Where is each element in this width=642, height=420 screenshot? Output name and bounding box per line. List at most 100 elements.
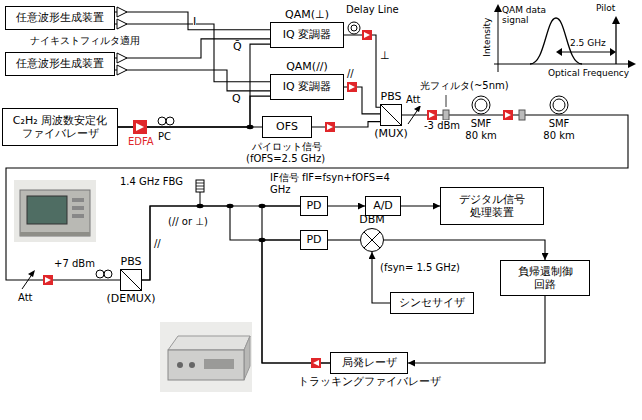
box-text: IQ 変調器 bbox=[283, 28, 331, 41]
device-photo bbox=[168, 336, 250, 350]
box-text: IQ 変調器 bbox=[283, 80, 331, 93]
chart-axis bbox=[498, 10, 499, 72]
fiber-connector bbox=[262, 240, 330, 363]
laser-box: C₂H₂ 周波数安定化 ファイバレーザ bbox=[2, 108, 118, 146]
delay-coil bbox=[351, 25, 357, 31]
isolator-symbol bbox=[325, 122, 335, 132]
synthesizer-box: シンセサイザ bbox=[390, 292, 474, 314]
box-text: OFS bbox=[276, 120, 298, 133]
fiber-connector bbox=[142, 206, 300, 280]
polarization-controller bbox=[104, 270, 112, 278]
fiber-connector bbox=[401, 205, 440, 206]
frequency-label: (fOFS=2.5 GHz) bbox=[246, 153, 325, 165]
chart-axis bbox=[494, 64, 630, 65]
fbg-grating bbox=[196, 186, 204, 187]
filter-symbol bbox=[519, 110, 525, 120]
isolator-symbol bbox=[429, 112, 435, 118]
amplifier-symbol bbox=[117, 7, 127, 17]
device-photo bbox=[14, 180, 96, 242]
frequency-label: (fsyn= 1.5 GHz) bbox=[380, 262, 460, 274]
polarization-controller bbox=[166, 117, 174, 125]
box-heading: DBM bbox=[359, 213, 385, 226]
laser-box: 局発レーザトラッキングファイバレーザ bbox=[330, 352, 408, 374]
amplifier-symbol bbox=[117, 53, 127, 63]
delay-coil bbox=[348, 22, 360, 34]
isolator-symbol bbox=[43, 275, 53, 285]
part-label: 光フィルタ(~5nm) bbox=[420, 80, 509, 92]
fiber-connector bbox=[115, 12, 270, 30]
box-heading: QAM(⊥) bbox=[285, 8, 329, 21]
signal-name: I bbox=[193, 16, 196, 29]
generator-box: 任意波形生成装置 bbox=[5, 6, 115, 30]
part-label: PC bbox=[158, 131, 171, 143]
modulator-box: QAM(//)IQ 変調器 bbox=[270, 74, 344, 100]
chart-label: 2.5 GHz bbox=[570, 38, 606, 48]
polarization-controller bbox=[96, 270, 104, 278]
device-photo bbox=[177, 362, 183, 368]
leader-line bbox=[446, 95, 447, 107]
box-text: PD bbox=[306, 199, 321, 212]
box-text: A/D bbox=[373, 199, 393, 212]
box-text: 任意波形生成装置 bbox=[16, 11, 104, 24]
fiber-coil bbox=[472, 96, 490, 114]
signal-name: Q bbox=[232, 93, 241, 106]
fiber-connector bbox=[262, 206, 330, 363]
isolator-symbol bbox=[364, 32, 370, 38]
fiber-coil bbox=[550, 96, 568, 114]
polarization-mark: // bbox=[154, 238, 161, 250]
splitter-box: PBS(MUX) bbox=[380, 104, 402, 126]
coupler-symbol bbox=[259, 238, 266, 242]
edfa-symbol bbox=[133, 120, 147, 134]
signal-name: IF信号 fIF=fsyn+fOFS=4 GHz bbox=[270, 172, 395, 195]
box-text: C₂H₂ 周波数安定化 ファイバレーザ bbox=[8, 114, 112, 140]
fiber-connector bbox=[118, 44, 270, 127]
coupler-symbol bbox=[247, 125, 254, 129]
fiber-connector bbox=[328, 239, 360, 240]
device-photo bbox=[168, 350, 244, 380]
isolator-symbol bbox=[311, 358, 321, 368]
detector-box: PD bbox=[300, 196, 328, 216]
device-photo bbox=[20, 190, 90, 236]
part-label: Delay Line bbox=[346, 4, 399, 16]
part-label: Att bbox=[406, 94, 421, 106]
part-label: SMF 80 km bbox=[542, 118, 576, 141]
device-photo bbox=[204, 359, 234, 369]
fiber-connector bbox=[142, 206, 300, 280]
part-label: EDFA bbox=[128, 136, 154, 148]
modulator-box: QAM(⊥)IQ 変調器 bbox=[270, 22, 344, 48]
box-heading: (MUX) bbox=[374, 127, 408, 140]
box-text: PD bbox=[306, 233, 321, 246]
splitter-shape bbox=[381, 105, 401, 125]
box-heading: PBS bbox=[381, 90, 402, 103]
device-photo bbox=[72, 214, 84, 218]
edfa-symbol bbox=[136, 123, 144, 131]
mixer-circle: DBM bbox=[360, 228, 384, 252]
splitter-box: PBS(DEMUX) bbox=[120, 269, 142, 291]
fiber-connector bbox=[115, 70, 270, 91]
chart-axis bbox=[628, 60, 636, 68]
device-photo bbox=[189, 362, 195, 368]
chart-label: QAM data signal bbox=[502, 5, 548, 26]
isolator-symbol bbox=[427, 110, 437, 120]
isolator-symbol bbox=[362, 30, 372, 40]
isolator-symbol bbox=[327, 124, 333, 130]
axis-label: Optical Frequency bbox=[548, 68, 629, 78]
fbg-branch bbox=[200, 192, 201, 206]
box-text: 負帰還制御 回路 bbox=[506, 265, 584, 291]
device-photo bbox=[160, 322, 252, 392]
note-label: ナイキストフィルタ適用 bbox=[30, 35, 140, 47]
device-photo bbox=[27, 196, 67, 224]
isolator-symbol bbox=[313, 360, 319, 366]
pilot-line bbox=[612, 16, 620, 24]
fiber-connector bbox=[372, 252, 390, 303]
box-text: 局発レーザ bbox=[342, 356, 397, 369]
fiber-connector bbox=[328, 205, 365, 206]
box-heading: QAM(//) bbox=[286, 60, 328, 73]
signal-name: パイロット信号 bbox=[252, 141, 322, 153]
power-label: +7 dBm bbox=[54, 258, 95, 270]
part-label: 1.4 GHz FBG bbox=[120, 176, 183, 188]
mixer-shape bbox=[360, 228, 384, 252]
